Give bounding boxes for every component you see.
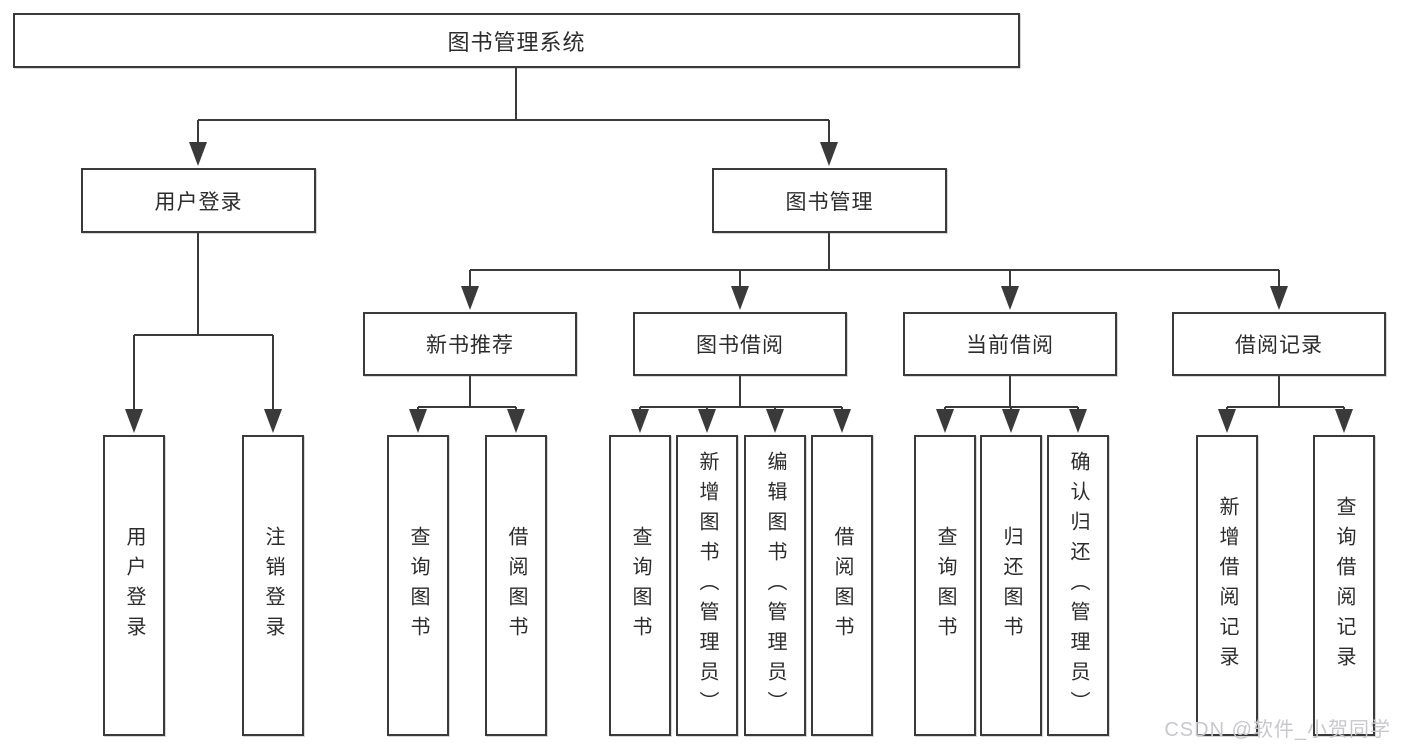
node-borrowing-records: 借阅记录 bbox=[1172, 312, 1386, 376]
leaf-edit-books-admin-label: 编辑图书（管理员） bbox=[764, 450, 786, 721]
leaf-query-books-borrowing-label: 查询图书 bbox=[629, 525, 651, 646]
leaf-add-books-admin: 新增图书（管理员） bbox=[676, 435, 738, 736]
leaf-add-borrow-record: 新增借阅记录 bbox=[1196, 435, 1258, 736]
leaf-add-borrow-record-label: 新增借阅记录 bbox=[1216, 495, 1238, 676]
node-book-borrowing-label: 图书借阅 bbox=[696, 334, 784, 357]
leaf-return-books: 归还图书 bbox=[980, 435, 1042, 736]
leaf-confirm-return-admin-label: 确认归还（管理员） bbox=[1067, 450, 1089, 721]
node-book-borrowing: 图书借阅 bbox=[633, 312, 847, 376]
node-current-borrowing-label: 当前借阅 bbox=[966, 334, 1054, 357]
leaf-return-books-label: 归还图书 bbox=[1000, 525, 1022, 646]
leaf-query-borrow-record: 查询借阅记录 bbox=[1313, 435, 1375, 736]
node-new-book-recommendation: 新书推荐 bbox=[363, 312, 577, 376]
leaf-query-books-current-label: 查询图书 bbox=[934, 525, 956, 646]
leaf-borrow-books-borrowing: 借阅图书 bbox=[811, 435, 873, 736]
leaf-borrow-books-borrowing-label: 借阅图书 bbox=[831, 525, 853, 646]
watermark: CSDN @软件_小贺同学 bbox=[1164, 719, 1391, 741]
leaf-logout-label: 注销登录 bbox=[262, 525, 284, 646]
leaf-add-books-admin-label: 新增图书（管理员） bbox=[696, 450, 718, 721]
leaf-user-login-label: 用户登录 bbox=[123, 525, 145, 646]
leaf-query-books-recommend-label: 查询图书 bbox=[407, 525, 429, 646]
leaf-confirm-return-admin: 确认归还（管理员） bbox=[1047, 435, 1109, 736]
leaf-query-books-borrowing: 查询图书 bbox=[609, 435, 671, 736]
leaf-query-borrow-record-label: 查询借阅记录 bbox=[1333, 495, 1355, 676]
leaf-user-login: 用户登录 bbox=[103, 435, 165, 736]
leaf-query-books-current: 查询图书 bbox=[914, 435, 976, 736]
arrowheads bbox=[125, 142, 1353, 433]
node-root: 图书管理系统 bbox=[13, 13, 1020, 68]
node-book-management-label: 图书管理 bbox=[785, 190, 874, 214]
node-root-label: 图书管理系统 bbox=[447, 29, 586, 55]
leaf-edit-books-admin: 编辑图书（管理员） bbox=[744, 435, 806, 736]
leaf-logout: 注销登录 bbox=[242, 435, 304, 736]
node-user-login: 用户登录 bbox=[81, 168, 316, 233]
node-current-borrowing: 当前借阅 bbox=[903, 312, 1117, 376]
leaf-borrow-books-recommend: 借阅图书 bbox=[485, 435, 547, 736]
node-book-management: 图书管理 bbox=[712, 168, 947, 233]
leaf-query-books-recommend: 查询图书 bbox=[387, 435, 449, 736]
node-user-login-label: 用户登录 bbox=[154, 190, 243, 214]
node-borrowing-records-label: 借阅记录 bbox=[1235, 334, 1323, 357]
leaf-borrow-books-recommend-label: 借阅图书 bbox=[505, 525, 527, 646]
node-new-book-recommendation-label: 新书推荐 bbox=[426, 334, 514, 357]
